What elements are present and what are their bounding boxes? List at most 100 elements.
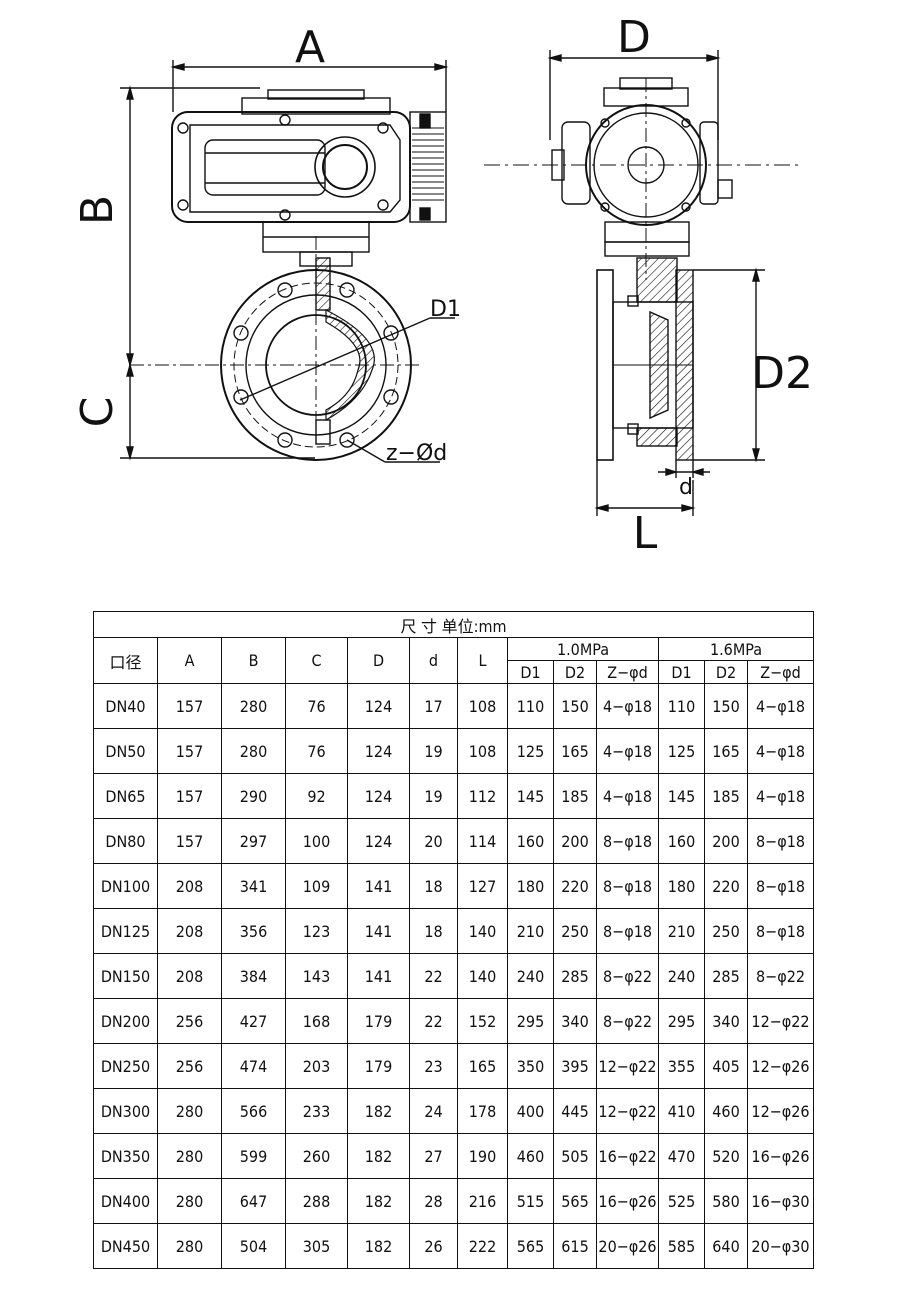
cell-d: 182 — [347, 1088, 410, 1134]
cell-zd-p10: 8−φ18 — [596, 863, 659, 909]
cell-l: 190 — [457, 1133, 508, 1179]
cell-d1-p10: 460 — [507, 1133, 554, 1179]
cell-d2-p16: 185 — [704, 773, 748, 819]
cell-d2-p10: 185 — [553, 773, 597, 819]
cell-zd-p10: 8−φ22 — [596, 998, 659, 1044]
header-caliber: 口径 — [93, 637, 158, 684]
cell-d: 124 — [347, 773, 410, 819]
cell-a: 280 — [157, 1133, 222, 1179]
cell-l: 222 — [457, 1223, 508, 1269]
cell-b: 290 — [221, 773, 286, 819]
cell-zd-p10: 4−φ18 — [596, 683, 659, 729]
cell-c: 143 — [285, 953, 348, 999]
cell-d1-p16: 470 — [658, 1133, 705, 1179]
cell-d: 124 — [347, 683, 410, 729]
cell-d1-p10: 565 — [507, 1223, 554, 1269]
cell-b: 504 — [221, 1223, 286, 1269]
cell-d1-p10: 180 — [507, 863, 554, 909]
cell-d1-p10: 125 — [507, 728, 554, 774]
cell-d1-p16: 125 — [658, 728, 705, 774]
cell-small-d: 18 — [409, 908, 458, 954]
cell-d1-p10: 400 — [507, 1088, 554, 1134]
cell-l: 112 — [457, 773, 508, 819]
cell-d2-p16: 150 — [704, 683, 748, 729]
cell-b: 297 — [221, 818, 286, 864]
header-l: L — [457, 637, 508, 684]
cell-d2-p10: 250 — [553, 908, 597, 954]
cell-c: 92 — [285, 773, 348, 819]
cell-d1-p10: 110 — [507, 683, 554, 729]
label-l: L — [633, 508, 658, 559]
cell-caliber: DN350 — [93, 1133, 158, 1179]
cell-d2-p10: 615 — [553, 1223, 597, 1269]
cell-a: 280 — [157, 1088, 222, 1134]
cell-c: 100 — [285, 818, 348, 864]
cell-d: 182 — [347, 1178, 410, 1224]
cell-small-d: 17 — [409, 683, 458, 729]
valve-technical-drawing: A B C — [72, 12, 813, 559]
cell-caliber: DN200 — [93, 998, 158, 1044]
cell-c: 168 — [285, 998, 348, 1044]
header-b: B — [221, 637, 286, 684]
cell-zd-p16: 20−φ30 — [747, 1223, 814, 1269]
cell-zd-p10: 8−φ18 — [596, 818, 659, 864]
cell-d1-p10: 295 — [507, 998, 554, 1044]
cell-c: 76 — [285, 728, 348, 774]
cell-caliber: DN300 — [93, 1088, 158, 1134]
cell-c: 123 — [285, 908, 348, 954]
cell-b: 280 — [221, 728, 286, 774]
cell-small-d: 19 — [409, 773, 458, 819]
label-a: A — [295, 22, 325, 73]
cell-d: 141 — [347, 953, 410, 999]
cell-c: 260 — [285, 1133, 348, 1179]
cell-zd-p16: 8−φ18 — [747, 863, 814, 909]
cell-d1-p16: 585 — [658, 1223, 705, 1269]
header-c: C — [285, 637, 348, 684]
cell-c: 203 — [285, 1043, 348, 1089]
cell-l: 108 — [457, 683, 508, 729]
cell-caliber: DN40 — [93, 683, 158, 729]
cell-zd-p16: 8−φ18 — [747, 818, 814, 864]
cell-d2-p16: 250 — [704, 908, 748, 954]
cell-d2-p16: 405 — [704, 1043, 748, 1089]
cell-b: 474 — [221, 1043, 286, 1089]
cell-d1-p10: 350 — [507, 1043, 554, 1089]
label-d1: D1 — [430, 297, 461, 322]
cell-d: 182 — [347, 1223, 410, 1269]
cell-d2-p16: 580 — [704, 1178, 748, 1224]
cell-small-d: 27 — [409, 1133, 458, 1179]
cell-caliber: DN400 — [93, 1178, 158, 1224]
cell-zd-p10: 20−φ26 — [596, 1223, 659, 1269]
cell-zd-p10: 12−φ22 — [596, 1043, 659, 1089]
cell-d1-p16: 295 — [658, 998, 705, 1044]
dimension-a: A — [170, 22, 449, 112]
cell-zd-p10: 4−φ18 — [596, 728, 659, 774]
cell-d2-p10: 505 — [553, 1133, 597, 1179]
cell-zd-p10: 4−φ18 — [596, 773, 659, 819]
label-c: C — [72, 397, 123, 428]
cell-small-d: 22 — [409, 953, 458, 999]
cell-d: 179 — [347, 1043, 410, 1089]
cell-d: 124 — [347, 728, 410, 774]
cell-a: 157 — [157, 773, 222, 819]
header-d2-p16: D2 — [704, 660, 748, 684]
cell-zd-p10: 8−φ22 — [596, 953, 659, 999]
cell-a: 256 — [157, 998, 222, 1044]
cell-small-d: 22 — [409, 998, 458, 1044]
cell-a: 157 — [157, 683, 222, 729]
header-d: D — [347, 637, 410, 684]
header-zd-p10: Z−φd — [596, 660, 659, 684]
cell-caliber: DN50 — [93, 728, 158, 774]
cell-d1-p16: 410 — [658, 1088, 705, 1134]
dimension-l: L — [594, 460, 696, 559]
cell-a: 157 — [157, 728, 222, 774]
header-pressure-1-0: 1.0MPa — [507, 637, 659, 661]
cell-c: 76 — [285, 683, 348, 729]
cell-l: 152 — [457, 998, 508, 1044]
cell-small-d: 26 — [409, 1223, 458, 1269]
